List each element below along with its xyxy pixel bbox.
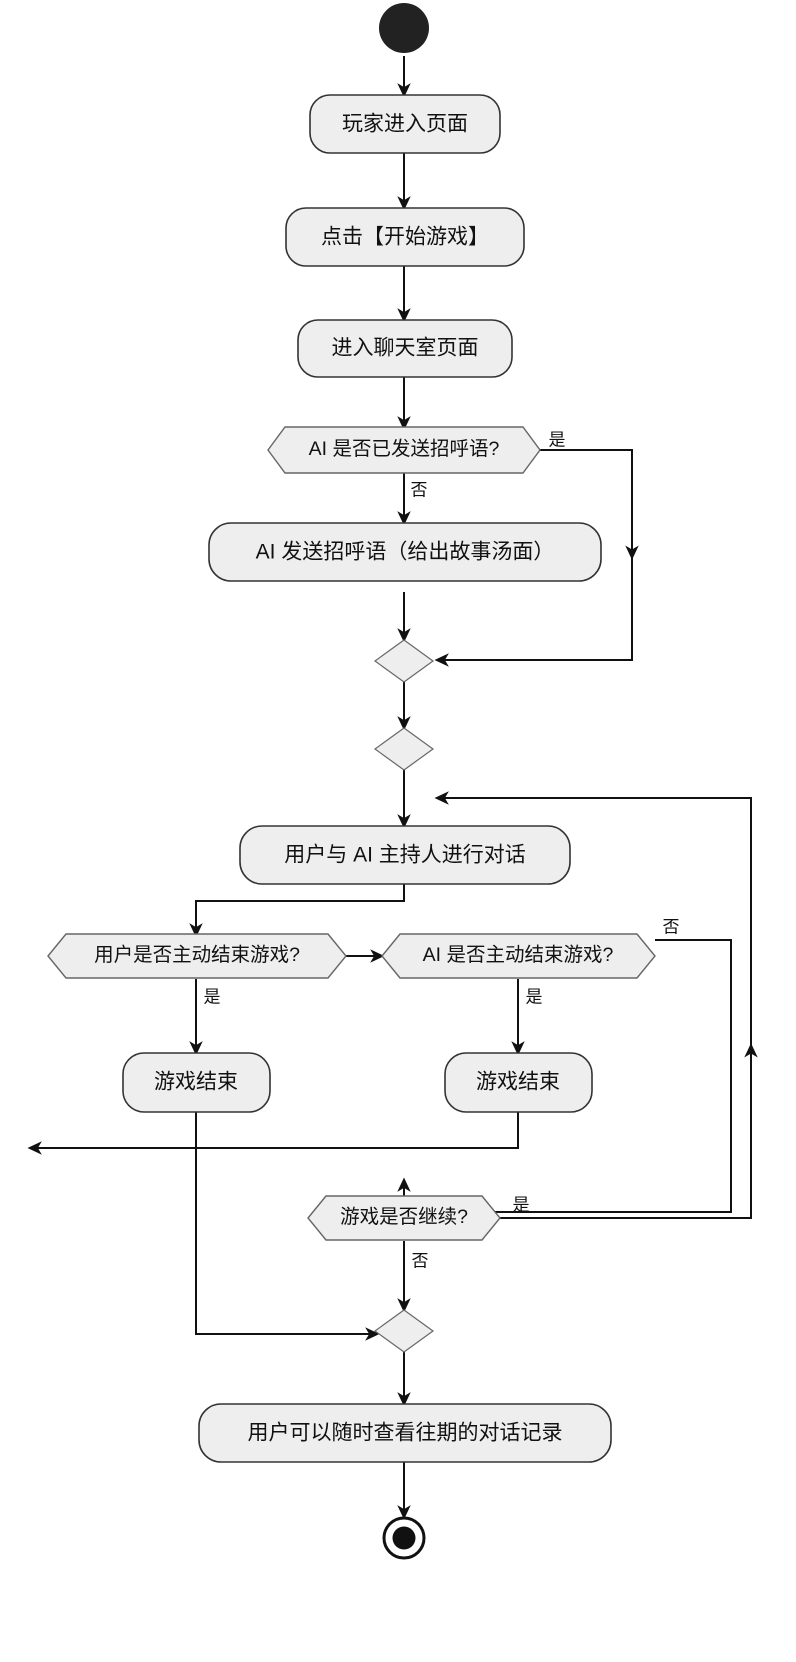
start-node: [379, 3, 429, 53]
edge-n7-exit-left: [27, 1112, 519, 1155]
node-user-ai-dialogue[interactable]: 用户与 AI 主持人进行对话: [239, 825, 571, 885]
node-player-enters-page[interactable]: 玩家进入页面: [309, 94, 501, 154]
edge-d3-no-right-down: [404, 939, 732, 1213]
merge-node-3: [373, 1309, 435, 1353]
decision-label-d1: AI 是否已发送招呼语?: [309, 438, 500, 460]
node-label-n4: AI 发送招呼语（给出故事汤面）: [256, 541, 555, 564]
edge-n6-to-m3: [195, 1112, 380, 1341]
node-ai-send-greeting[interactable]: AI 发送招呼语（给出故事汤面）: [208, 522, 602, 582]
decision-game-continue[interactable]: 游戏是否继续?: [307, 1195, 501, 1241]
edge-label-d3-no: 否: [663, 917, 680, 936]
node-game-over-user[interactable]: 游戏结束: [122, 1052, 271, 1113]
edge-d1-yes-down: [540, 449, 639, 560]
edge-label-d2-yes: 是: [204, 987, 221, 1006]
edge-d4-yes-to-m2: [434, 791, 752, 1050]
node-enter-chatroom-page[interactable]: 进入聊天室页面: [297, 319, 513, 378]
node-label-n7: 游戏结束: [476, 1071, 560, 1094]
decision-ai-ends-game[interactable]: AI 是否主动结束游戏?: [381, 933, 656, 979]
node-label-n2: 点击【开始游戏】: [321, 226, 489, 249]
node-label-n1: 玩家进入页面: [342, 113, 468, 136]
edge-label-d3-yes: 是: [526, 987, 543, 1006]
decision-user-ends-game[interactable]: 用户是否主动结束游戏?: [47, 933, 347, 979]
end-node: [382, 1516, 426, 1560]
decision-label-d3: AI 是否主动结束游戏?: [423, 944, 614, 966]
node-label-n3: 进入聊天室页面: [332, 337, 479, 360]
edge-d4-yes-up: [500, 1043, 758, 1219]
edge-label-d1-no: 否: [411, 480, 428, 499]
edge-d1-yes-to-m1: [434, 553, 633, 667]
edge-label-d1-yes: 是: [549, 430, 566, 449]
edge-label-d4-yes: 是: [513, 1195, 530, 1214]
node-label-n8: 用户可以随时查看往期的对话记录: [248, 1422, 563, 1445]
edge-n5-to-d2: [189, 883, 405, 938]
node-view-history[interactable]: 用户可以随时查看往期的对话记录: [198, 1403, 612, 1463]
decision-label-d4: 游戏是否继续?: [340, 1206, 468, 1228]
node-game-over-ai[interactable]: 游戏结束: [444, 1052, 593, 1113]
node-label-n6: 游戏结束: [154, 1071, 238, 1094]
node-click-start-game[interactable]: 点击【开始游戏】: [285, 207, 525, 267]
merge-node-1: [373, 639, 435, 683]
edge-label-d4-no: 否: [412, 1251, 429, 1270]
merge-node-2: [373, 727, 435, 771]
decision-label-d2: 用户是否主动结束游戏?: [94, 944, 300, 966]
decision-ai-greeting-sent[interactable]: AI 是否已发送招呼语?: [267, 426, 541, 474]
node-label-n5: 用户与 AI 主持人进行对话: [284, 844, 526, 867]
